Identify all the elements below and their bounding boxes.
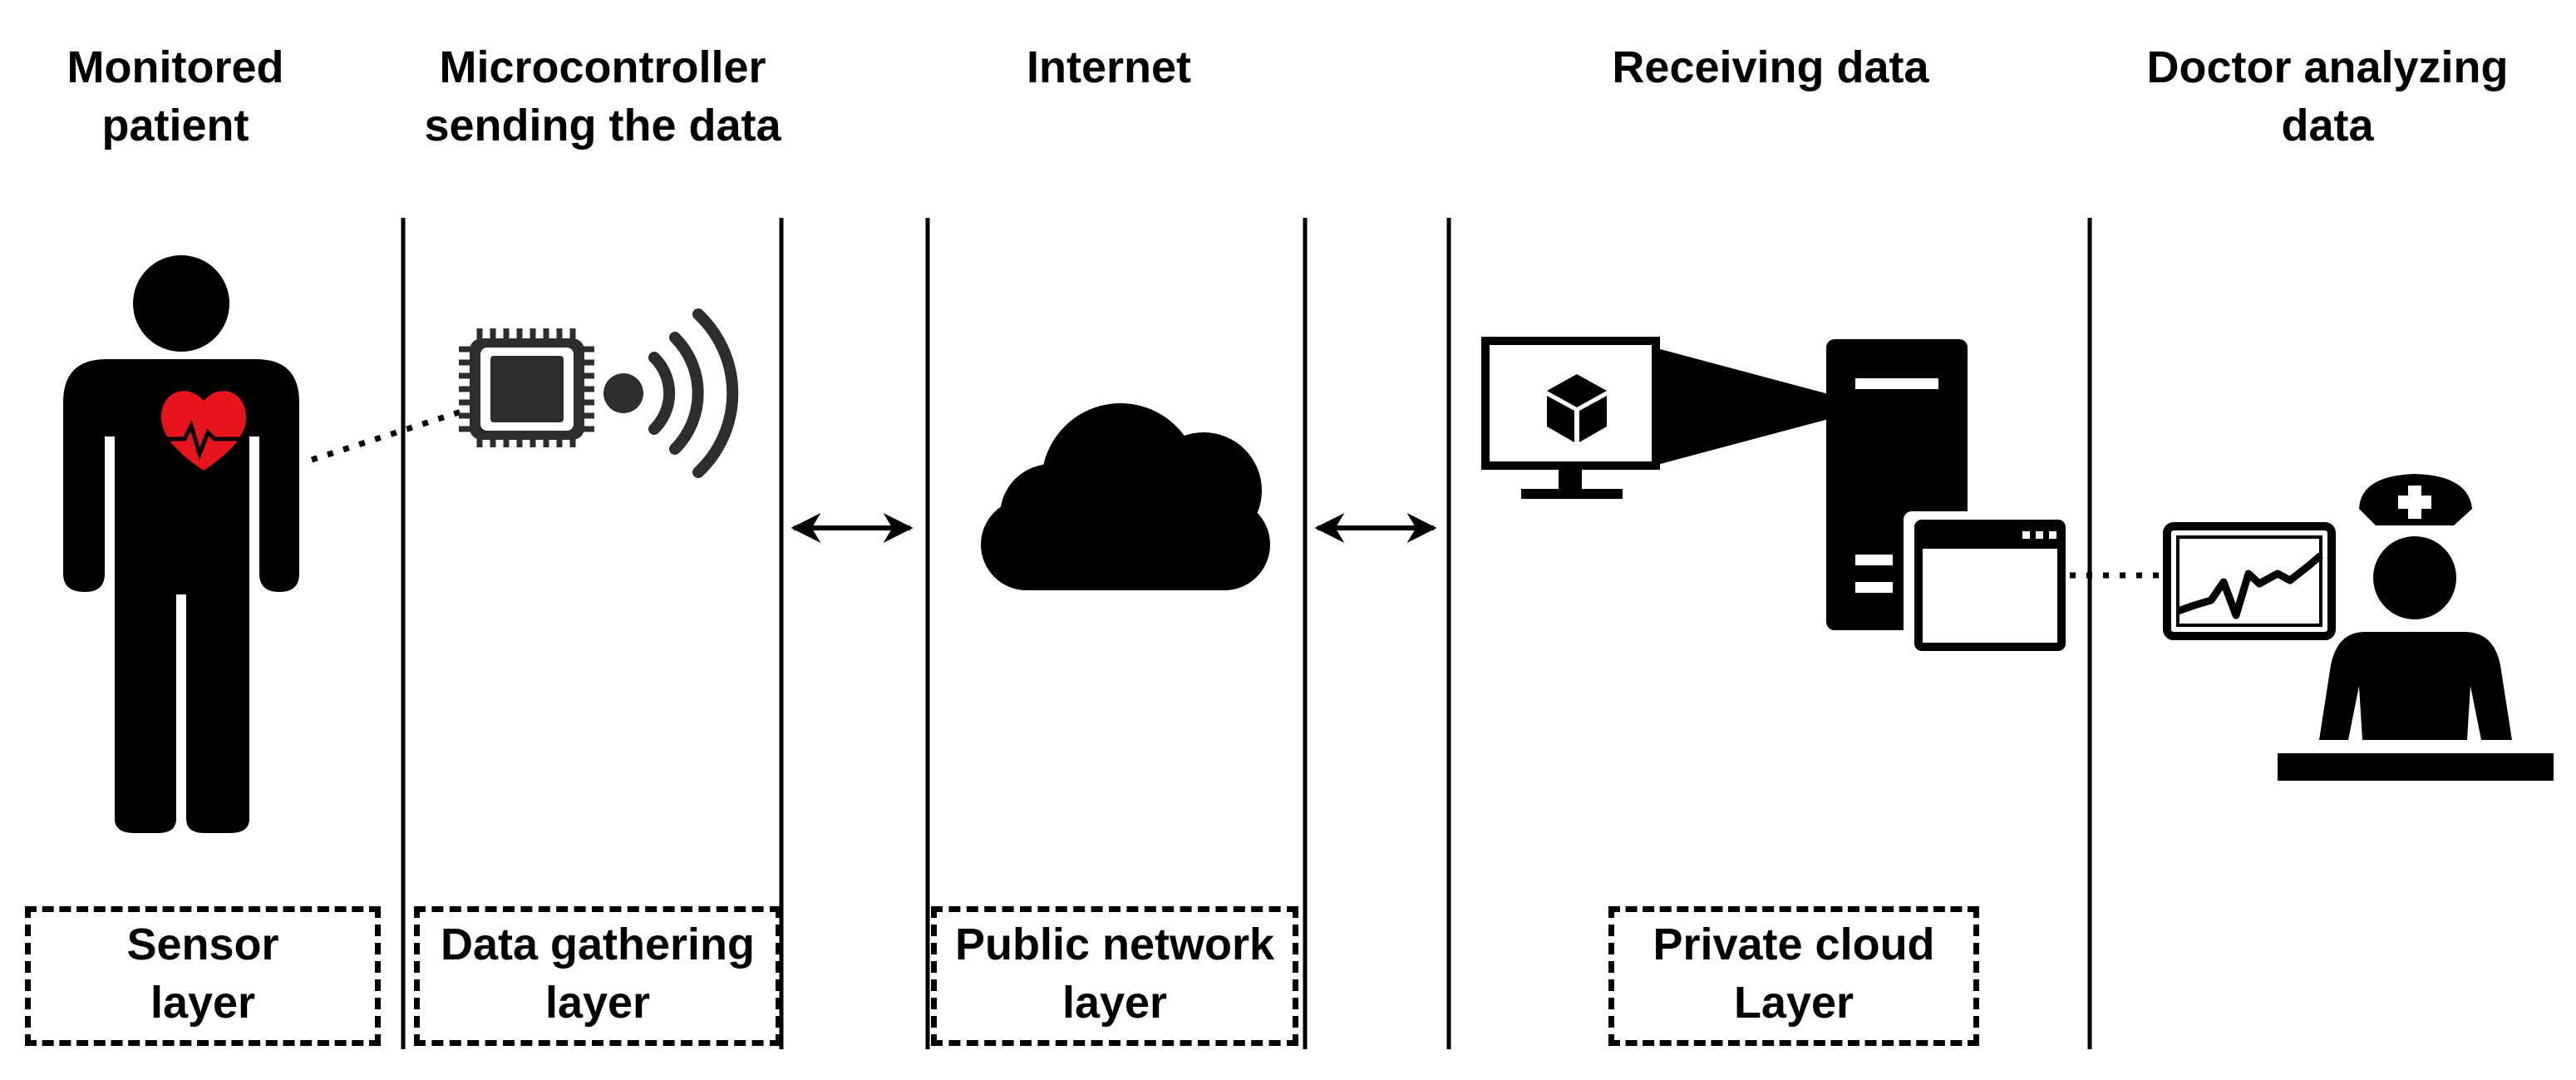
title-internet: Internet [876,38,1342,96]
heart-icon [161,391,246,471]
cube-icon [1547,374,1607,442]
browser-window-icon [1904,511,2071,659]
server-tower-icon [1826,339,1968,630]
layer-line: Layer [1733,978,1854,1028]
title-monitored-patient: Monitored patient [0,38,408,155]
title-microcontroller: Microcontroller sending the data [370,38,835,155]
layer-line: Public network [954,920,1275,969]
chart-monitor-icon [2163,522,2336,640]
person-icon [63,255,299,833]
layer-line: Sensor [126,920,279,969]
title-line: sending the data [424,101,781,150]
title-receiving-data: Receiving data [1538,38,2003,96]
title-line: Doctor analyzing [2146,42,2509,92]
projection-beam [1654,348,1841,466]
patient-chip-link [310,408,463,463]
layer-line: layer [544,978,651,1028]
title-line: Internet [1026,42,1192,92]
layer-box-public-network: Public network layer [931,906,1298,1046]
title-line: Monitored [66,42,284,92]
layer-line: Data gathering [440,920,756,969]
layer-line: Private cloud [1652,920,1935,969]
layer-box-sensor: Sensor layer [25,906,381,1046]
title-line: data [2281,101,2374,150]
monitor-icon [1481,337,1660,499]
title-doctor: Doctor analyzing data [2095,38,2560,155]
wireless-signal-icon [603,308,739,478]
title-line: Microcontroller [439,42,766,92]
cloud-icon [981,403,1270,590]
layer-box-data-gathering: Data gathering layer [414,906,781,1046]
layer-line: layer [1061,978,1168,1028]
title-line: patient [101,101,249,150]
microchip-icon [459,328,594,447]
title-line: Receiving data [1612,42,1929,92]
nurse-icon [2278,474,2554,781]
layer-box-private-cloud: Private cloud Layer [1608,906,1979,1046]
layer-line: layer [150,978,256,1028]
